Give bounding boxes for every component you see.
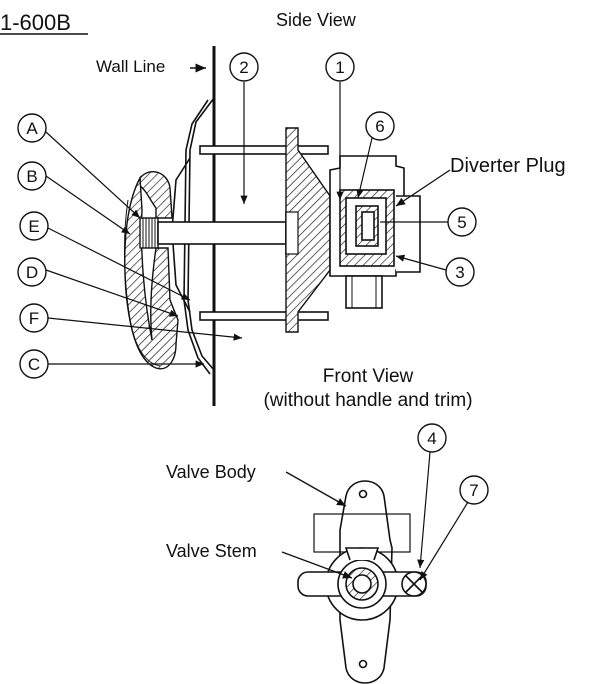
- callout-B: B: [17, 161, 47, 191]
- svg-text:B: B: [26, 167, 37, 186]
- valve-stem-leader: [281, 551, 353, 579]
- svg-text:E: E: [28, 217, 39, 236]
- valve-flange: [285, 127, 331, 333]
- diverter-plug-leader: [395, 169, 451, 207]
- svg-text:3: 3: [455, 263, 464, 282]
- callout-A: A: [17, 113, 47, 143]
- svg-text:C: C: [28, 355, 40, 374]
- svg-text:1: 1: [335, 58, 344, 77]
- diverter-plug-label: Diverter Plug: [450, 155, 566, 177]
- handle-knob: [124, 170, 179, 370]
- svg-text:F: F: [29, 309, 39, 328]
- callout-7: 7: [459, 475, 489, 505]
- callout-C: C: [19, 349, 49, 379]
- svg-text:4: 4: [427, 429, 436, 448]
- front-view-title: Front View: [323, 366, 414, 387]
- svg-text:6: 6: [375, 117, 384, 136]
- leader-7: [419, 501, 469, 581]
- spline-insert: [139, 217, 159, 249]
- svg-text:5: 5: [457, 213, 466, 232]
- callout-4: 4: [417, 423, 447, 453]
- front-view-subtitle: (without handle and trim): [263, 390, 472, 411]
- svg-text:7: 7: [469, 481, 478, 500]
- callout-2: 2: [229, 52, 259, 82]
- callout-F: F: [19, 303, 49, 333]
- svg-text:2: 2: [239, 58, 248, 77]
- svg-text:D: D: [26, 263, 38, 282]
- callout-3: 3: [445, 257, 475, 287]
- leader-lines: [45, 82, 448, 368]
- valve-body-side: [329, 155, 421, 309]
- valve-body-label: Valve Body: [166, 462, 256, 482]
- side-view-title: Side View: [276, 10, 357, 30]
- callout-1: 1: [325, 52, 355, 82]
- mounting-studs: [199, 145, 329, 321]
- model-number: 1-600B: [0, 10, 71, 35]
- valve-stem-label: Valve Stem: [166, 541, 257, 561]
- callout-D: D: [17, 257, 47, 287]
- callout-6: 6: [365, 111, 395, 141]
- svg-text:A: A: [26, 119, 38, 138]
- valve-body-leader: [285, 471, 347, 507]
- wall-line-label: Wall Line: [96, 57, 165, 76]
- callout-E: E: [19, 211, 49, 241]
- leader-4: [417, 451, 431, 569]
- callout-5: 5: [447, 207, 477, 237]
